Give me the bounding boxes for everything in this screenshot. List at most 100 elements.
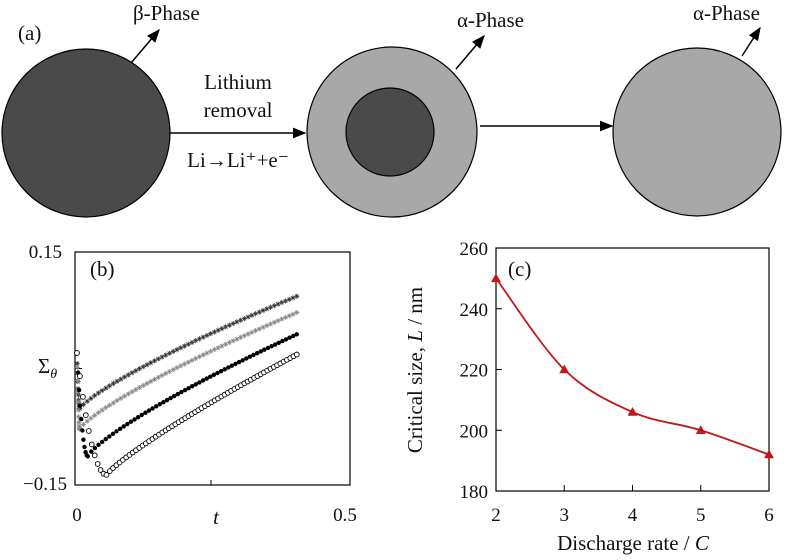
b-series-1-point: [88, 395, 94, 401]
b-series-2-point: [75, 399, 81, 405]
b-series-3-point: [146, 408, 152, 413]
b-series-2-point: [99, 407, 105, 413]
alpha-pointer-arrow-1: [455, 34, 485, 70]
b-series-1-point: [159, 354, 165, 360]
b-series-3-point: [265, 345, 271, 351]
b-xlabel: t: [213, 505, 220, 529]
b-series-2-point: [136, 384, 143, 391]
b-series-4-point: [91, 452, 98, 459]
b-series-1-point: [219, 325, 225, 332]
b-series-3-point: [182, 387, 188, 393]
b-series-3-point: [251, 352, 256, 358]
b-series-2-point: [170, 367, 176, 373]
b-series-2-point: [256, 326, 262, 332]
beta-pointer-arrow: [130, 28, 160, 64]
c-ylabel: Critical size, L / nm: [403, 287, 427, 453]
b-series-3-point: [139, 412, 144, 418]
b-series-3-point: [150, 406, 155, 411]
b-series-2-point: [76, 414, 82, 420]
b-series-2-point: [92, 412, 98, 418]
b-series-1-point: [178, 345, 184, 351]
b-series-1-point: [294, 293, 300, 299]
b-series-1-point: [264, 306, 270, 312]
b-series-3-point: [117, 426, 123, 431]
b-series-2-point: [279, 316, 285, 322]
b-series-1-point: [76, 397, 82, 403]
b-series-2-point: [271, 319, 277, 325]
b-series-3-point: [226, 365, 231, 370]
c-xtick-label: 4: [628, 505, 638, 526]
b-series-3-point: [240, 358, 245, 363]
b-series-1-point: [282, 298, 289, 304]
b-series-2-point: [204, 350, 210, 356]
b-series-1-point: [193, 338, 199, 344]
b-series-1-point: [92, 393, 98, 399]
b-series-1-point: [252, 311, 259, 317]
b-series-3-point: [80, 428, 85, 433]
b-series-1-point: [74, 360, 80, 367]
b-series-2-point: [249, 329, 255, 335]
b-series-2-point: [74, 364, 80, 371]
b-series-1-point: [121, 374, 128, 380]
arrow-label-line2: removal: [204, 98, 273, 122]
b-series-3-point: [92, 445, 98, 451]
b-series-3-point: [290, 333, 296, 339]
b-series-3-point: [172, 393, 177, 399]
b-series-1-point: [140, 364, 146, 370]
b-series-2-point: [200, 352, 206, 358]
b-series-1-point: [189, 339, 195, 346]
b-series-2-point: [166, 368, 173, 375]
b-series-2-point: [286, 313, 292, 319]
c-ytick-label: 220: [460, 361, 489, 382]
b-series-2-point: [107, 402, 113, 408]
b-series-2-point: [155, 374, 161, 380]
b-series-2-point: [215, 345, 221, 351]
c-data-point: [491, 273, 501, 283]
b-ylabel: Σθ: [38, 354, 57, 382]
panel-b-label: (b): [90, 257, 115, 281]
panel-b: (b) 0.15 −0.15 Σθ 0 0.5 t: [23, 242, 357, 529]
b-series-1-point: [271, 303, 277, 309]
b-series-2-point: [148, 378, 154, 384]
b-series-3-point: [135, 414, 141, 420]
b-series-3-point: [222, 367, 227, 372]
b-series-2-point: [193, 355, 199, 362]
b-series-2-point: [80, 421, 87, 428]
b-series-1-point: [170, 348, 176, 355]
b-series-3-point: [78, 403, 83, 408]
beta-phase-particle: [1, 48, 171, 218]
b-series-2-point: [77, 426, 83, 432]
c-xtick-label: 6: [764, 505, 774, 526]
b-series-1-point: [275, 301, 281, 307]
b-series-2-point: [74, 377, 81, 383]
b-series-2-point: [252, 328, 259, 334]
b-series-1-point: [107, 383, 113, 389]
b-series-1-point: [76, 401, 82, 407]
b-series-2-point: [219, 343, 225, 349]
b-series-2-point: [238, 334, 244, 340]
b-series-1-point: [238, 317, 244, 323]
b-ytick-top: 0.15: [29, 242, 62, 263]
b-series-3-point: [215, 370, 220, 376]
b-series-2-point: [110, 400, 116, 406]
b-series-group: [74, 293, 300, 485]
b-series-3-point: [114, 429, 119, 434]
b-series-2-point: [125, 391, 131, 397]
b-series-3-point: [161, 399, 166, 405]
alpha-phase-label-1: α-Phase: [457, 8, 524, 32]
b-series-3-point: [103, 436, 108, 442]
b-series-2-point: [241, 333, 247, 339]
b-series-1-point: [223, 324, 229, 330]
b-series-1-point: [249, 312, 255, 318]
b-series-3-point: [85, 454, 90, 459]
b-series-2-point: [133, 386, 139, 393]
b-series-2-point: [234, 336, 240, 342]
b-series-2-point: [294, 309, 300, 316]
b-series-2-point: [76, 419, 82, 425]
b-series-2-point: [275, 318, 281, 324]
panel-c-label: (c): [508, 257, 531, 281]
b-series-2-point: [118, 395, 124, 401]
b-series-4-point: [94, 461, 101, 467]
b-series-3-point: [128, 419, 134, 424]
